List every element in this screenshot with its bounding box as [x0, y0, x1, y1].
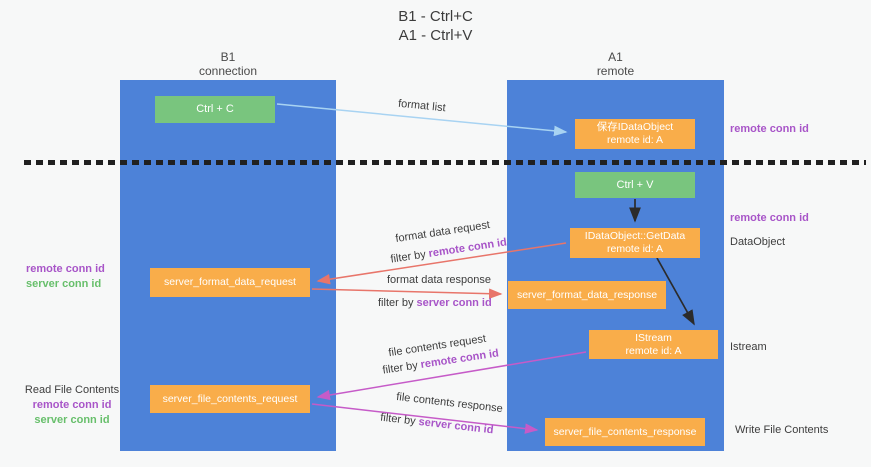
title-line-2: A1 - Ctrl+V [398, 27, 473, 44]
node-server-format-data-response: server_format_data_response [508, 281, 666, 309]
label-write-file-contents: Write File Contents [735, 424, 829, 436]
node-server-format-data-request: server_format_data_request [150, 268, 310, 297]
server-conn-id-text: server conn id [416, 297, 492, 309]
node-ctrl-v-label: Ctrl + V [616, 178, 654, 191]
label-istream: Istream [730, 341, 767, 353]
filter-by-text: filter by [378, 297, 417, 309]
lane-header-b1: B1 connection [120, 50, 336, 78]
node-getdata-line2: remote id: A [606, 243, 664, 255]
lane-b1-title: B1 [220, 50, 236, 64]
lane-header-a1: A1 remote [507, 50, 724, 78]
node-ctrl-c: Ctrl + C [155, 96, 275, 123]
node-istream-line1: IStream [635, 331, 672, 344]
node-save-idataobject-line1: 保存IDataObject [596, 121, 674, 133]
node-server-file-contents-request-label: server_file_contents_request [162, 392, 298, 405]
label-dataobject: DataObject [730, 236, 786, 248]
dashed-divider-line [24, 160, 866, 165]
label-server-conn-id-left: server conn id [26, 278, 102, 290]
node-save-idataobject-line2: remote id: A [606, 134, 664, 146]
label-remote-conn-id-top-right: remote conn id [730, 123, 809, 135]
remote-conn-id-text: remote conn id [427, 236, 508, 260]
label-remote-conn-id-left: remote conn id [26, 263, 105, 275]
arrow-format-data-response [311, 288, 503, 299]
node-idataobject-getdata: IDataObject::GetData remote id: A [570, 228, 700, 258]
label-conn-ids-left: remote conn id server conn id [26, 262, 105, 292]
lane-a1-subtitle: remote [596, 64, 635, 78]
label-remote-conn-id-right: remote conn id [730, 212, 809, 224]
filter-by-text: filter by [381, 359, 422, 377]
node-server-file-contents-response: server_file_contents_response [545, 418, 705, 446]
node-istream-line2: remote id: A [625, 344, 682, 357]
edge-label-format-list: format list [397, 97, 447, 115]
page-title: B1 - Ctrl+C A1 - Ctrl+V [0, 7, 871, 45]
title-line-1: B1 - Ctrl+C [398, 8, 473, 25]
edge-label-format-data-response: format data response [387, 274, 491, 286]
node-server-format-data-response-label: server_format_data_response [516, 288, 658, 301]
lane-b1-subtitle: connection [198, 64, 258, 78]
node-server-file-contents-request: server_file_contents_request [150, 385, 310, 413]
node-server-file-contents-response-label: server_file_contents_response [553, 425, 697, 438]
node-server-format-data-request-label: server_format_data_request [164, 276, 296, 288]
node-istream: IStream remote id: A [589, 330, 718, 359]
label-read-file-contents-block: Read File Contents remote conn id server… [12, 383, 132, 428]
filter-by-text: filter by [379, 411, 420, 428]
edge-label-file-contents-response: file contents response [395, 390, 504, 416]
node-ctrl-c-label: Ctrl + C [196, 103, 234, 115]
lane-a1-title: A1 [608, 50, 623, 64]
filter-by-text: filter by [389, 248, 430, 266]
label-server-conn-id-bottom-left: server conn id [34, 414, 110, 426]
edge-label-filter-server-2: filter by server conn id [380, 412, 494, 437]
label-read-file-contents: Read File Contents [24, 384, 120, 396]
node-getdata-line1: IDataObject::GetData [584, 230, 686, 242]
label-remote-conn-id-bottom-left: remote conn id [32, 399, 112, 411]
server-conn-id-text: server conn id [417, 415, 495, 437]
node-ctrl-v: Ctrl + V [575, 172, 695, 198]
edge-label-filter-server-1: filter by server conn id [378, 297, 492, 309]
node-save-idataobject: 保存IDataObject remote id: A [575, 119, 695, 149]
